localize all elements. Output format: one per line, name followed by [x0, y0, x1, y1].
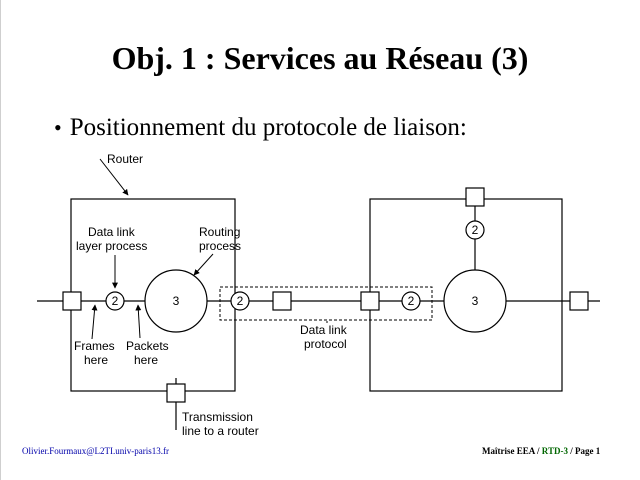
routing-process-label-1: Routing: [199, 225, 240, 239]
left-bottom-port: [166, 383, 186, 403]
mid-left-number: 2: [237, 294, 244, 308]
transmission-label-1: Transmission: [182, 410, 253, 424]
mid-right-number: 2: [408, 294, 415, 308]
frames-label-2: here: [84, 353, 108, 367]
left-small-number: 2: [112, 294, 119, 308]
mid-right-datalink-circle: [401, 291, 421, 311]
footer-email: Olivier.Fourmaux@L2TI.univ-paris13.fr: [22, 446, 170, 456]
footer-course: Maîtrise EEA / RTD-3 / Page 1: [482, 446, 600, 456]
footer-sep-1: /: [534, 446, 542, 456]
data-link-protocol-label-2: protocol: [304, 337, 347, 351]
data-link-protocol-label-1: Data link: [300, 323, 348, 337]
footer-page: Page 1: [574, 446, 601, 456]
frames-label-1: Frames: [74, 339, 115, 353]
left-routing-circle: [144, 269, 208, 333]
data-link-layer-label-1: Data link: [88, 225, 136, 239]
frames-arrow: [91, 304, 98, 340]
bullet-item: • Positionnement du protocole de liaison:: [54, 114, 467, 142]
right-top-datalink-circle: [465, 220, 485, 240]
left-port: [62, 291, 82, 311]
slide-title: Obj. 1 : Services au Réseau (3): [111, 40, 529, 76]
bullet-text: Positionnement du protocole de liaison:: [69, 114, 467, 141]
left-big-number: 3: [173, 294, 180, 308]
transmission-label-2: line to a router: [182, 424, 259, 438]
footer-rtd: RTD-3: [541, 446, 568, 456]
right-port: [569, 291, 589, 311]
packets-arrow: [135, 304, 142, 339]
data-link-protocol-box: [219, 286, 433, 321]
left-datalink-circle: [105, 291, 125, 311]
right-top-port: [465, 187, 485, 207]
router-arrow: [99, 158, 129, 196]
router-label: Router: [107, 152, 143, 166]
mid-right-port: [360, 291, 380, 311]
footer-course-name: Maîtrise EEA: [482, 446, 535, 456]
mid-left-port: [272, 291, 292, 311]
mid-left-datalink-circle: [230, 291, 250, 311]
data-link-layer-label-2: layer process: [76, 239, 147, 253]
routing-process-arrow: [193, 253, 214, 276]
packets-label-2: here: [134, 353, 158, 367]
right-big-number: 3: [472, 294, 479, 308]
slide-border: [0, 0, 1, 480]
footer-sep-2: /: [567, 446, 575, 456]
routing-process-label-2: process: [199, 239, 241, 253]
right-top-number: 2: [472, 223, 479, 237]
bullet-icon: •: [54, 115, 62, 140]
packets-label-1: Packets: [126, 339, 169, 353]
